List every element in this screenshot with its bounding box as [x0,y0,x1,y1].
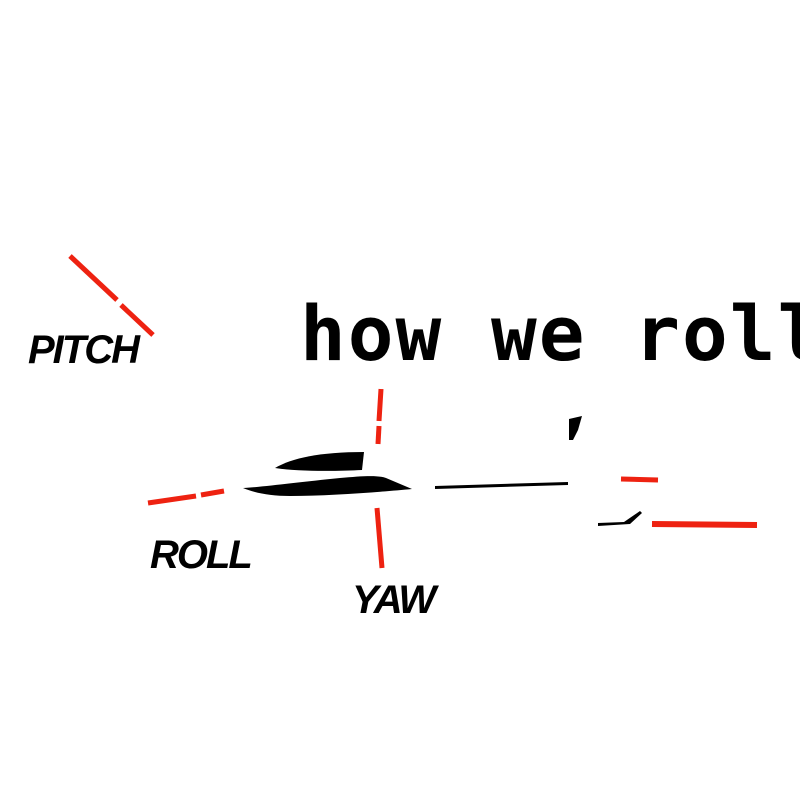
glider-canopy [275,452,364,471]
glider-tailplane [598,511,642,526]
yaw-axis-segment [374,507,385,569]
glider-fin [569,416,582,440]
yaw-axis-segment [376,388,384,422]
roll-axis-segment [651,521,758,528]
yaw-label: YAW [352,578,436,622]
pitch-axis-segment [68,254,119,302]
roll-axis-segment [200,488,225,498]
pitch-axis-line [68,254,155,337]
yaw-axis-segment [375,425,382,445]
pitch-label: PITCH [28,328,140,372]
glider-nose [243,476,412,496]
glider-tail-boom [435,482,568,489]
glider-silhouette [243,416,642,526]
roll-axis-line [147,476,758,528]
pitch-axis-segment [119,303,155,337]
yaw-axis-line [374,388,385,569]
roll-label: ROLL [150,533,253,577]
roll-axis-segment [147,493,197,506]
page-title: how we roll [300,289,800,378]
roll-axis-segment [620,476,659,483]
